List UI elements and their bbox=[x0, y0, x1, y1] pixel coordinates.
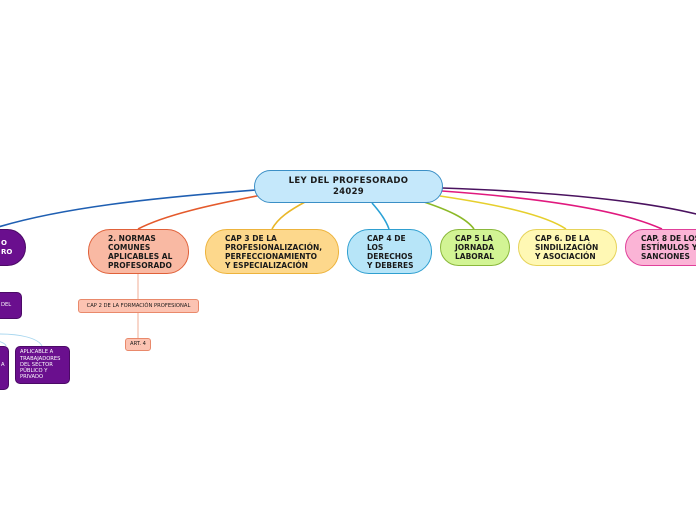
subnode-cap2-formacion-profesional[interactable]: CAP 2 DE LA FORMACIÓN PROFESIONAL bbox=[78, 299, 199, 313]
subnode-label: APLICABLE A TRABAJADORES DEL SECTOR PÚBL… bbox=[20, 349, 61, 381]
connector-root-cap6 bbox=[439, 195, 567, 230]
branch-node-cap2-normas-comunes[interactable]: 2. NORMAS COMUNES APLICABLES AL PROFESOR… bbox=[88, 229, 189, 274]
connector-root-offscreen-right bbox=[441, 187, 696, 215]
branch-node-cap8-estimulos-sanciones[interactable]: CAP. 8 DE LOS ESTÍMULOS Y SANCIONES bbox=[625, 229, 696, 266]
subnode-art4[interactable]: ART. 4 bbox=[125, 338, 151, 351]
branch-node-label: CAP 3 DE LA PROFESIONALIZACIÓN, PERFECCI… bbox=[225, 233, 323, 270]
branch-node-cap4-derechos-deberes[interactable]: CAP 4 DE LOS DERECHOS Y DEBERES bbox=[347, 229, 432, 274]
root-node-label: LEY DEL PROFESORADO 24029 bbox=[288, 176, 409, 197]
branch-node-cap3-profesionalizacion[interactable]: CAP 3 DE LA PROFESIONALIZACIÓN, PERFECCI… bbox=[205, 229, 339, 274]
branch-node-label: 2. NORMAS COMUNES APLICABLES AL PROFESOR… bbox=[108, 233, 173, 270]
subnode-label: A bbox=[1, 362, 5, 368]
connector-root-cap5 bbox=[423, 201, 475, 230]
connector-root-cap2 bbox=[137, 194, 263, 230]
branch-node-label: CAP 4 DE LOS DERECHOS Y DEBERES bbox=[367, 233, 414, 270]
connector-left-a bbox=[0, 341, 7, 347]
subnode-left-a[interactable]: A bbox=[0, 346, 9, 390]
branch-node-cap5-jornada-laboral[interactable]: CAP 5 LA JORNADA LABORAL bbox=[440, 229, 510, 266]
connector-root-offscreen-left bbox=[0, 189, 257, 228]
subnode-aplicable-trabajadores[interactable]: APLICABLE A TRABAJADORES DEL SECTOR PÚBL… bbox=[15, 346, 70, 384]
branch-node-label: CAP 5 LA JORNADA LABORAL bbox=[455, 234, 495, 261]
connector-root-cap4 bbox=[371, 202, 390, 230]
branch-node-label: CAP 6. DE LA SINDILIZACIÓN Y ASOCIACIÓN bbox=[535, 234, 599, 261]
subnode-label: DEL bbox=[1, 302, 12, 309]
connector-root-cap8 bbox=[441, 190, 663, 230]
connector-root-cap3 bbox=[271, 201, 306, 230]
branch-node-cap6-sindilizacion[interactable]: CAP 6. DE LA SINDILIZACIÓN Y ASOCIACIÓN bbox=[518, 229, 617, 266]
subnode-left-del[interactable]: DEL bbox=[0, 292, 22, 319]
branch-node-label: CAP. 8 DE LOS ESTÍMULOS Y SANCIONES bbox=[641, 234, 696, 261]
subnode-label: ART. 4 bbox=[130, 341, 146, 348]
branch-node-label: O RO bbox=[1, 239, 13, 256]
root-node-ley-del-profesorado[interactable]: LEY DEL PROFESORADO 24029 bbox=[254, 170, 443, 203]
connector-left-aplicable bbox=[0, 333, 43, 347]
subnode-label: CAP 2 DE LA FORMACIÓN PROFESIONAL bbox=[86, 302, 191, 309]
